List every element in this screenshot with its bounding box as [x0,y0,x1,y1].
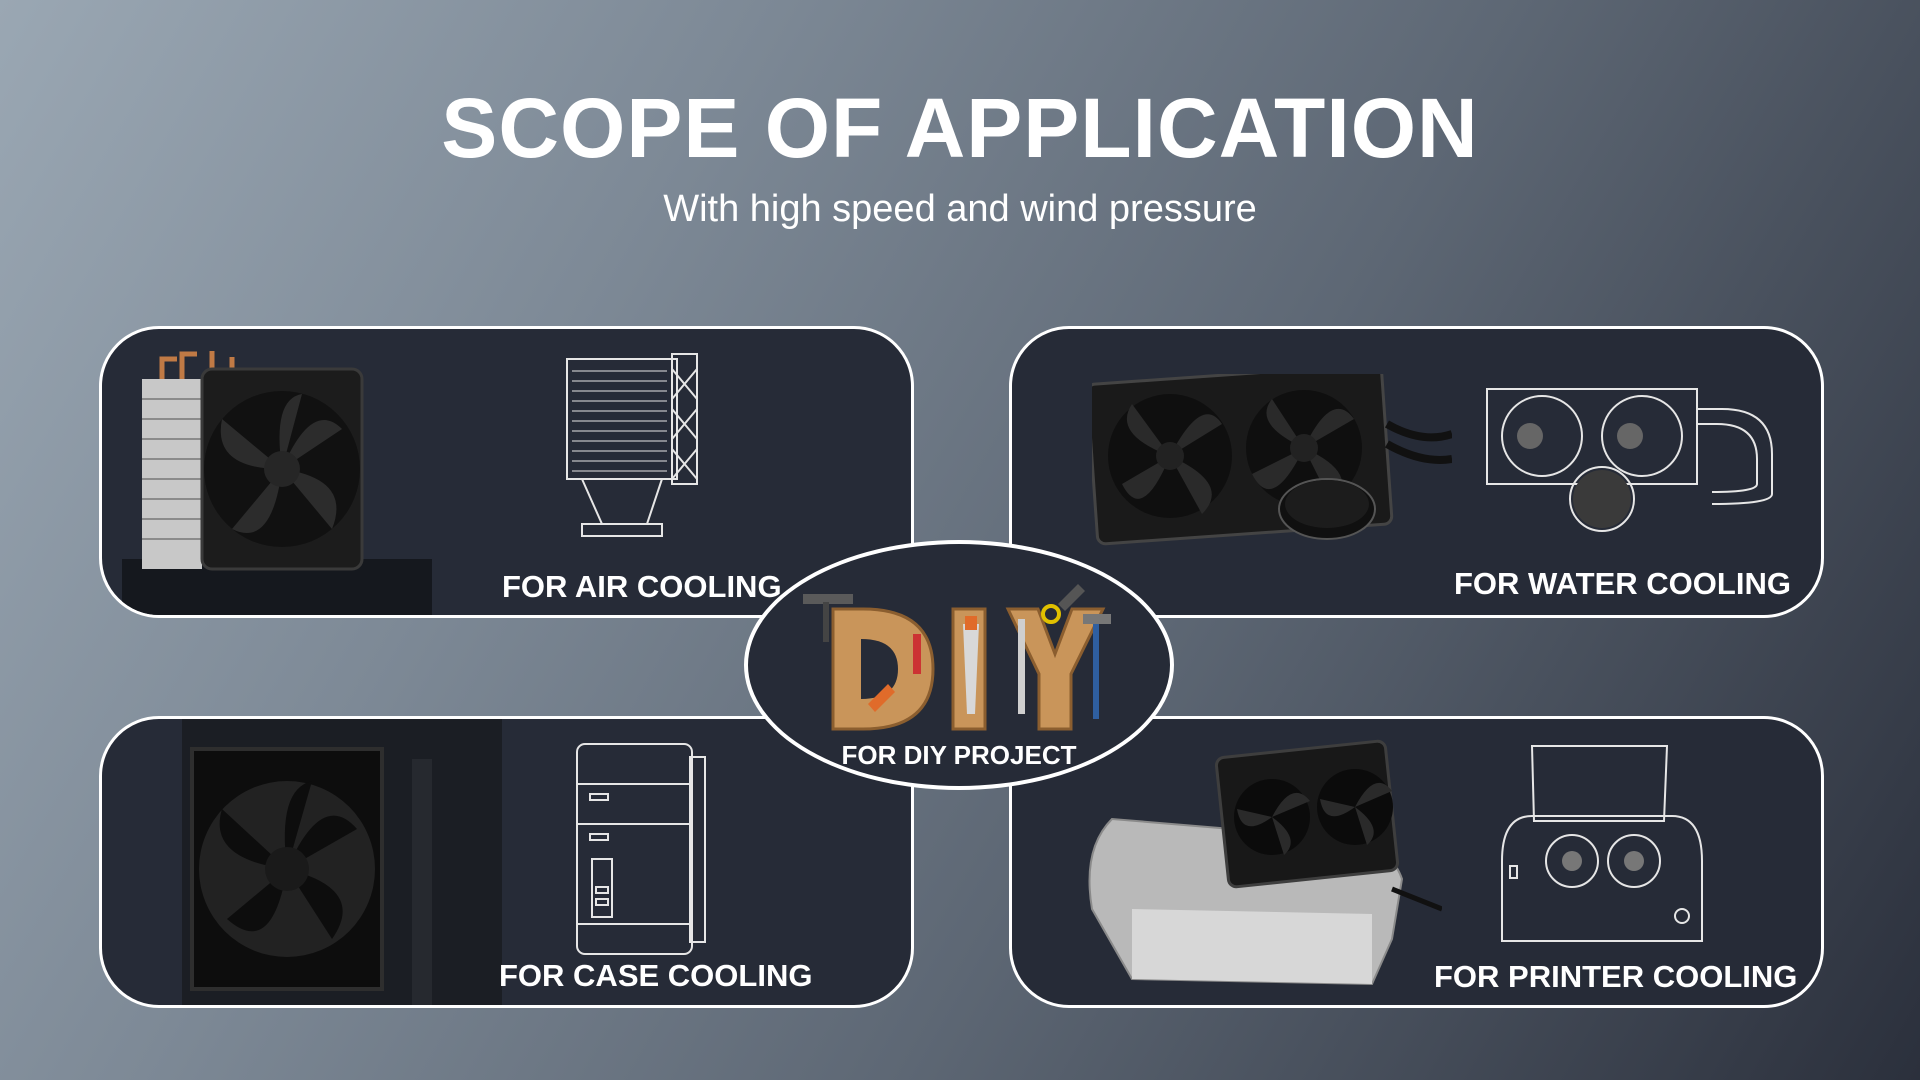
printer-photo [1088,739,1442,986]
pc-case-outline-icon [576,743,706,955]
case-cooling-card: FOR CASE COOLING [99,716,914,1008]
air-cooling-label: FOR AIR COOLING [502,569,782,604]
cpu-tower-cooler-photo [122,351,432,615]
water-cooling-card: FOR WATER COOLING [1009,326,1824,618]
diy-tools-icon [803,584,1111,731]
printer-cooling-label: FOR PRINTER COOLING [1434,959,1798,994]
page-title: SCOPE OF APPLICATION [441,81,1479,175]
aio-cooler-outline-icon [1486,388,1773,532]
case-cooling-label: FOR CASE COOLING [499,958,813,993]
water-cooling-label: FOR WATER COOLING [1454,566,1791,601]
printer-cooling-card: FOR PRINTER COOLING [1009,716,1824,1008]
cpu-cooler-outline-icon [566,353,698,537]
aio-water-cooler-photo [1092,374,1452,546]
air-cooling-card: FOR AIR COOLING [99,326,914,618]
diy-project-label: FOR DIY PROJECT [841,740,1077,770]
diy-project-badge: FOR DIY PROJECT [744,540,1174,790]
page-subtitle: With high speed and wind pressure [663,188,1257,230]
case-fan-photo [182,719,502,1005]
printer-outline-icon [1501,745,1703,942]
